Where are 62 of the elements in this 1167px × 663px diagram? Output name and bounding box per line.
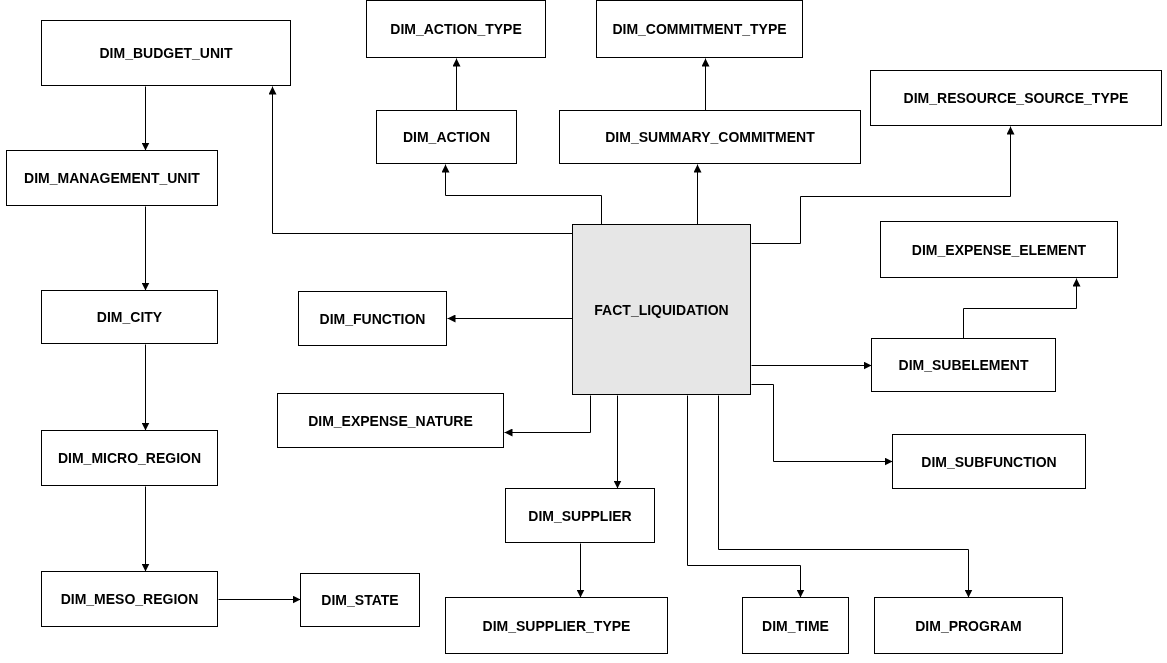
- arrow: [441, 164, 602, 225]
- dimension-table-box: [874, 597, 1063, 654]
- arrow: [718, 395, 973, 598]
- dimension-table-box: [880, 221, 1118, 278]
- dimension-table-box: [41, 430, 218, 486]
- table-name: DIM_COMMITMENT_TYPE: [612, 21, 787, 37]
- dimension-table-box: [41, 20, 291, 86]
- arrow: [141, 344, 150, 431]
- arrow: [751, 384, 893, 466]
- arrow: [751, 126, 1015, 244]
- table-name: DIM_PROGRAM: [915, 617, 1022, 634]
- arrow: [218, 595, 301, 604]
- dimension-table-box: [277, 393, 504, 448]
- arrow: [693, 164, 702, 225]
- dimension-table-box: [445, 597, 668, 654]
- fact-table-box: [572, 224, 751, 395]
- dimension-table-box: [892, 434, 1086, 489]
- table-name: DIM_STATE: [321, 592, 399, 608]
- arrow: [613, 395, 622, 489]
- table-name: DIM_SUPPLIER: [528, 507, 632, 524]
- dimension-table-box: [742, 597, 849, 654]
- table-name: DIM_ACTION: [402, 129, 491, 145]
- arrow: [452, 58, 461, 111]
- arrow: [504, 395, 591, 437]
- table-name: DIM_MICRO_REGION: [57, 450, 202, 466]
- dimension-table-box: [300, 573, 420, 627]
- dimension-table-box: [870, 70, 1162, 126]
- arrow: [576, 543, 585, 598]
- dimension-table-box: [559, 110, 861, 164]
- dimension-table-box: [376, 110, 517, 164]
- dimension-table-box: [41, 290, 218, 344]
- dimension-table-box: [366, 0, 546, 58]
- arrow: [687, 395, 805, 598]
- table-name: DIM_SUBFUNCTION: [921, 453, 1057, 470]
- table-name: DIM_SUMMARY_COMMITMENT: [605, 129, 815, 145]
- dimension-table-box: [596, 0, 803, 58]
- table-name: DIM_TIME: [762, 617, 829, 634]
- dimension-table-box: [6, 150, 218, 206]
- arrow: [141, 486, 150, 572]
- table-name: FACT_LIQUIDATION: [594, 301, 729, 318]
- table-name: DIM_MANAGEMENT_UNIT: [24, 170, 200, 186]
- arrow: [447, 314, 573, 323]
- table-name: DIM_SUPPLIER_TYPE: [482, 617, 631, 634]
- dimension-table-box: [298, 291, 447, 346]
- table-name: DIM_FUNCTION: [319, 310, 426, 327]
- arrow: [963, 278, 1081, 339]
- arrow: [141, 206, 150, 291]
- table-name: DIM_RESOURCE_SOURCE_TYPE: [903, 90, 1129, 106]
- arrow: [141, 86, 150, 151]
- dimension-table-box: [871, 338, 1056, 392]
- arrow: [751, 361, 872, 370]
- table-name: DIM_EXPENSE_ELEMENT: [911, 241, 1087, 258]
- arrow: [701, 58, 710, 111]
- table-name: DIM_CITY: [96, 309, 163, 325]
- dimension-table-box: [41, 571, 218, 627]
- table-name: DIM_BUDGET_UNIT: [99, 45, 233, 61]
- table-name: DIM_MESO_REGION: [60, 591, 199, 607]
- arrow: [268, 86, 573, 234]
- table-name: DIM_SUBELEMENT: [898, 357, 1029, 373]
- table-name: DIM_ACTION_TYPE: [390, 21, 522, 37]
- dimension-table-box: [505, 488, 655, 543]
- table-name: DIM_EXPENSE_NATURE: [308, 412, 473, 429]
